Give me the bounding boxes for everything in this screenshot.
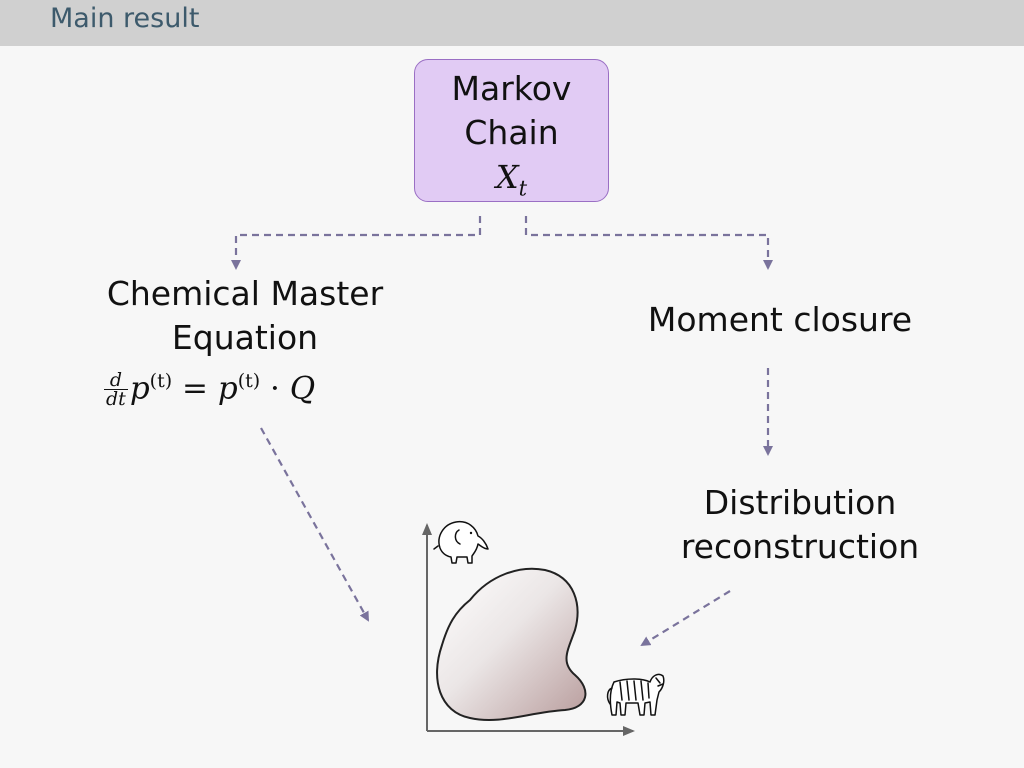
- elephant-icon: [433, 520, 489, 564]
- distribution-blob: [436, 567, 587, 722]
- header-bar: Main result: [0, 0, 1024, 46]
- markov-chain-variable: Xt: [495, 158, 528, 201]
- derivative-fraction: d dt: [104, 369, 128, 411]
- distribution-line1: Distribution: [703, 483, 897, 522]
- cme-line2: Equation: [171, 318, 319, 357]
- distribution-line2: reconstruction: [680, 527, 920, 566]
- master-equation-formula: d dt p(t) = p(t) · Q: [104, 369, 316, 411]
- markov-chain-line1: Markov: [451, 69, 572, 108]
- distribution-reconstruction-label: Distribution reconstruction: [640, 481, 960, 569]
- arrow-to-moment-closure: [524, 216, 773, 270]
- arrow-cme-to-plot: [260, 427, 369, 622]
- cme-line1: Chemical Master: [106, 274, 384, 313]
- markov-chain-line2: Chain: [464, 113, 559, 152]
- moment-closure-label: Moment closure: [647, 300, 913, 339]
- arrow-distribution-to-plot: [640, 590, 731, 647]
- tiger-icon: [606, 673, 665, 716]
- page-title: Main result: [50, 3, 200, 34]
- chemical-master-equation-label: Chemical Master Equation: [80, 272, 410, 360]
- arrow-to-cme: [231, 216, 482, 270]
- markov-chain-box: Markov Chain Xt: [414, 59, 609, 202]
